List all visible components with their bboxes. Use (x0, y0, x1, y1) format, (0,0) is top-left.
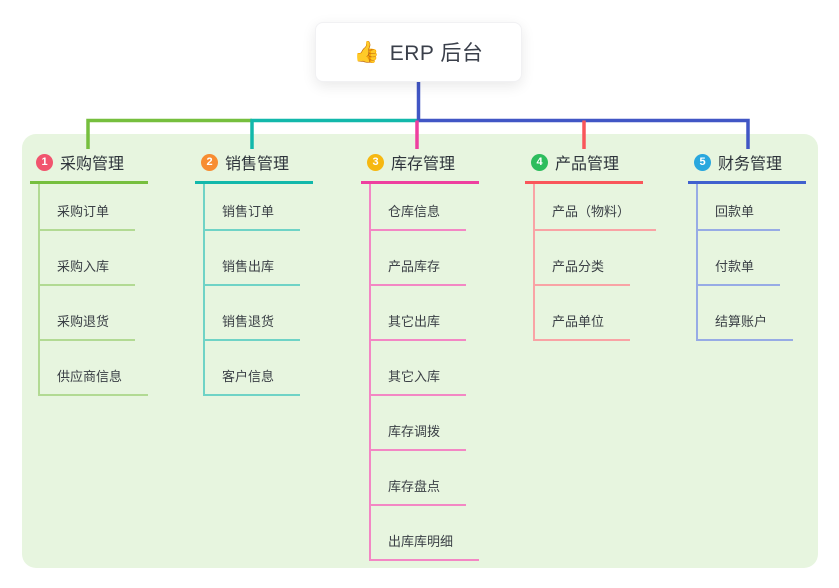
branch-label: 产品管理 (555, 156, 620, 173)
child-label: 结算账户 (696, 311, 794, 341)
child-node[interactable]: 出库库明细 (369, 506, 480, 561)
child-label: 产品库存 (369, 256, 467, 286)
child-node[interactable]: 客户信息 (203, 341, 301, 396)
branch-node[interactable]: 1 采购管理 (30, 147, 149, 184)
child-label: 产品单位 (533, 311, 631, 341)
child-label: 采购订单 (38, 201, 136, 231)
child-node[interactable]: 销售订单 (203, 184, 301, 231)
child-label: 出库库明细 (369, 531, 480, 561)
child-node[interactable]: 付款单 (696, 231, 793, 286)
branch-node[interactable]: 5 财务管理 (688, 147, 807, 184)
connector-branch-2 (250, 118, 419, 149)
branch-children: 回款单付款单结算账户 (696, 184, 794, 341)
branch-children: 产品（物料） 产品分类产品单位 (533, 184, 657, 341)
child-label: 其它出库 (369, 311, 467, 341)
branch-销售管理: 2 销售管理销售订单销售出库销售退货客户信息 (195, 147, 314, 396)
root-node[interactable]: 👍 ERP 后台 (315, 22, 522, 82)
child-node[interactable]: 结算账户 (696, 286, 794, 341)
child-node[interactable]: 采购退货 (38, 286, 148, 341)
branch-node[interactable]: 4 产品管理 (525, 147, 644, 184)
child-label: 销售出库 (203, 256, 301, 286)
child-node[interactable]: 采购入库 (38, 231, 148, 286)
branch-label: 库存管理 (391, 156, 456, 173)
child-label: 销售订单 (203, 201, 301, 231)
branch-label: 采购管理 (60, 156, 125, 173)
connector-branch-5 (418, 118, 750, 149)
branch-财务管理: 5 财务管理回款单付款单结算账户 (688, 147, 807, 341)
child-node[interactable]: 其它出库 (369, 286, 479, 341)
mindmap-background-panel (22, 134, 818, 568)
child-label: 客户信息 (203, 366, 301, 396)
branch-children: 仓库信息产品库存其它出库其它入库库存调拨库存盘点出库库明细 (369, 184, 480, 561)
branch-number-badge: 3 (367, 153, 384, 171)
child-label: 付款单 (696, 256, 781, 286)
child-node[interactable]: 产品分类 (533, 231, 656, 286)
child-label: 库存盘点 (369, 476, 467, 506)
thumbs-up-icon: 👍 (353, 40, 380, 64)
child-node[interactable]: 库存盘点 (369, 451, 479, 506)
branch-node[interactable]: 2 销售管理 (195, 147, 314, 184)
child-label: 采购退货 (38, 311, 136, 341)
child-label: 销售退货 (203, 311, 301, 341)
child-label: 产品分类 (533, 256, 631, 286)
branch-number-badge: 4 (531, 153, 548, 171)
branch-children: 采购订单采购入库采购退货供应商信息 (38, 184, 149, 396)
child-node[interactable]: 仓库信息 (369, 184, 479, 231)
child-node[interactable]: 销售出库 (203, 231, 301, 286)
child-label: 回款单 (696, 201, 781, 231)
child-node[interactable]: 回款单 (696, 184, 793, 231)
child-node[interactable]: 库存调拨 (369, 396, 479, 451)
branch-产品管理: 4 产品管理产品（物料） 产品分类产品单位 (525, 147, 657, 341)
child-node[interactable]: 销售退货 (203, 286, 301, 341)
branch-库存管理: 3 库存管理仓库信息产品库存其它出库其它入库库存调拨库存盘点出库库明细 (361, 147, 480, 561)
child-node[interactable]: 产品（物料） (533, 184, 657, 231)
branch-number-badge: 2 (201, 153, 218, 171)
branch-number-badge: 5 (694, 153, 711, 171)
root-title: ERP 后台 (389, 42, 484, 65)
branch-label: 销售管理 (225, 156, 290, 173)
child-label: 供应商信息 (38, 366, 149, 396)
child-node[interactable]: 采购订单 (38, 184, 148, 231)
branch-number-badge: 1 (36, 153, 53, 171)
branch-children: 销售订单销售出库销售退货客户信息 (203, 184, 301, 396)
child-node[interactable]: 产品库存 (369, 231, 479, 286)
connector-branch-1 (86, 118, 252, 149)
child-node[interactable]: 供应商信息 (38, 341, 149, 396)
branch-label: 财务管理 (718, 156, 783, 173)
child-node[interactable]: 产品单位 (533, 286, 656, 341)
child-label: 产品（物料） (533, 201, 657, 231)
child-node[interactable]: 其它入库 (369, 341, 479, 396)
child-label: 采购入库 (38, 256, 136, 286)
child-label: 库存调拨 (369, 421, 467, 451)
child-label: 其它入库 (369, 366, 467, 396)
branch-node[interactable]: 3 库存管理 (361, 147, 480, 184)
branch-采购管理: 1 采购管理采购订单采购入库采购退货供应商信息 (30, 147, 149, 396)
child-label: 仓库信息 (369, 201, 467, 231)
